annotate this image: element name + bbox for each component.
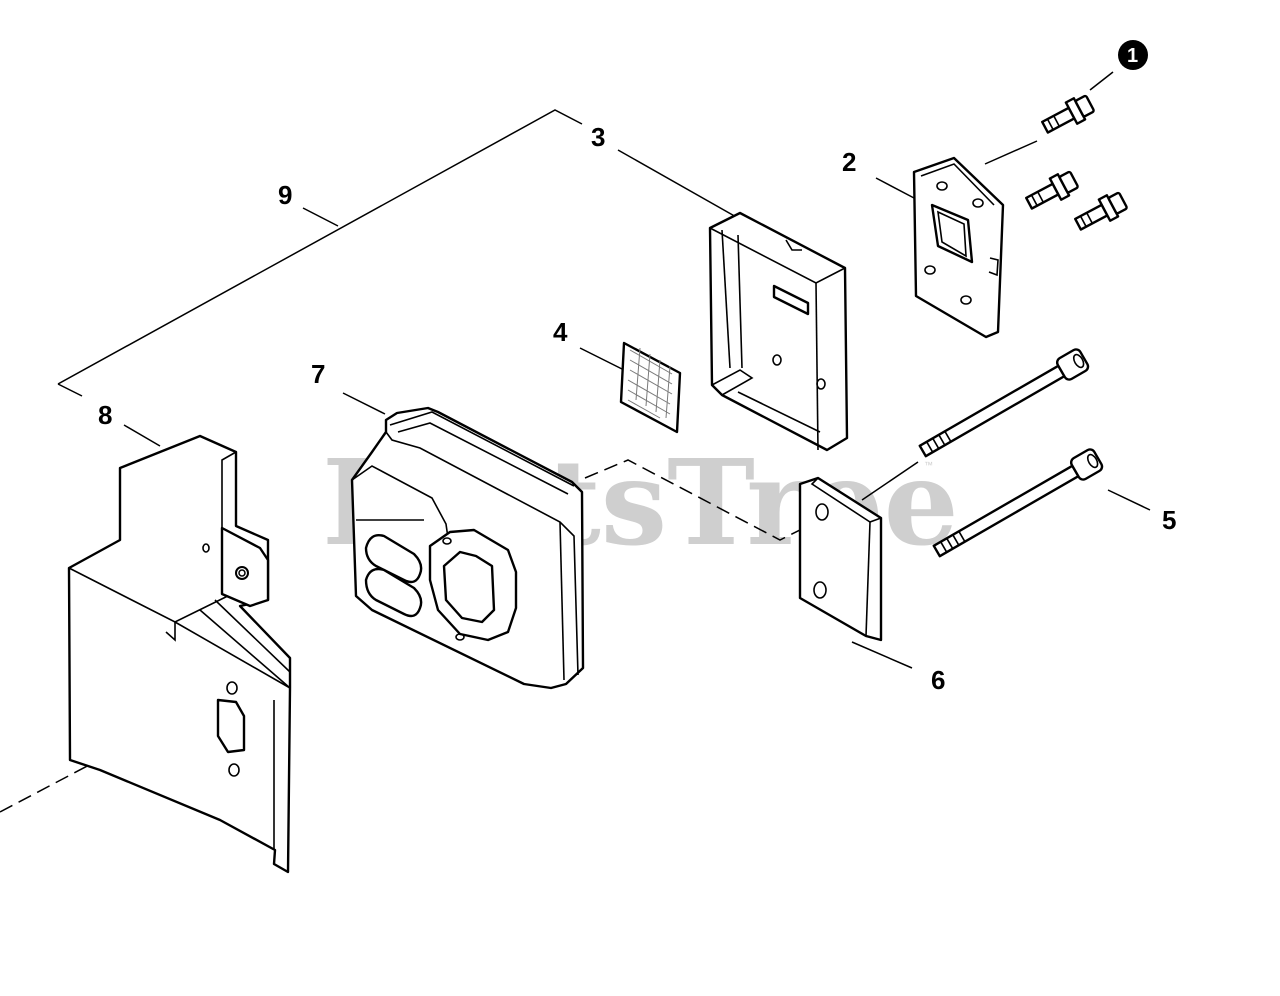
watermark-trademark: ™ xyxy=(924,460,933,470)
leader-6 xyxy=(851,641,913,669)
label-item-7: 7 xyxy=(311,359,325,389)
leader-1b xyxy=(1089,71,1114,91)
label-item-4: 4 xyxy=(553,317,568,347)
label-item-9: 9 xyxy=(278,180,292,210)
part-3-cover xyxy=(708,211,849,452)
group-bracket-9 xyxy=(57,109,583,397)
leader-4 xyxy=(579,347,625,371)
small-bolt-top xyxy=(1041,94,1095,134)
small-bolt-right xyxy=(1074,191,1128,231)
leader-7 xyxy=(342,392,386,415)
label-item-5: 5 xyxy=(1162,505,1176,535)
part-6-gasket xyxy=(798,476,883,642)
leader-2 xyxy=(875,177,915,199)
part-8-heat-shield xyxy=(67,434,292,874)
part-2-gasket-plate xyxy=(912,156,1005,339)
small-bolt-middle xyxy=(1025,170,1079,210)
leader-5 xyxy=(1107,489,1151,511)
part-5-long-bolt-top xyxy=(918,348,1090,458)
part-4-screen xyxy=(619,341,682,434)
leader-3 xyxy=(617,149,739,219)
label-item-3: 3 xyxy=(591,122,605,152)
label-item-8: 8 xyxy=(98,400,112,430)
part-5-long-bolt-bottom xyxy=(932,448,1104,558)
leader-bolt-plate xyxy=(861,461,919,501)
label-item-6: 6 xyxy=(931,665,945,695)
part-7-muffler xyxy=(350,406,585,690)
callout-marker-1: 1 xyxy=(1118,40,1148,70)
callout-number: 1 xyxy=(1127,45,1138,67)
leader-1 xyxy=(984,140,1038,165)
centerline-muffler xyxy=(584,459,809,541)
label-item-2: 2 xyxy=(842,147,856,177)
leader-8 xyxy=(123,424,161,447)
